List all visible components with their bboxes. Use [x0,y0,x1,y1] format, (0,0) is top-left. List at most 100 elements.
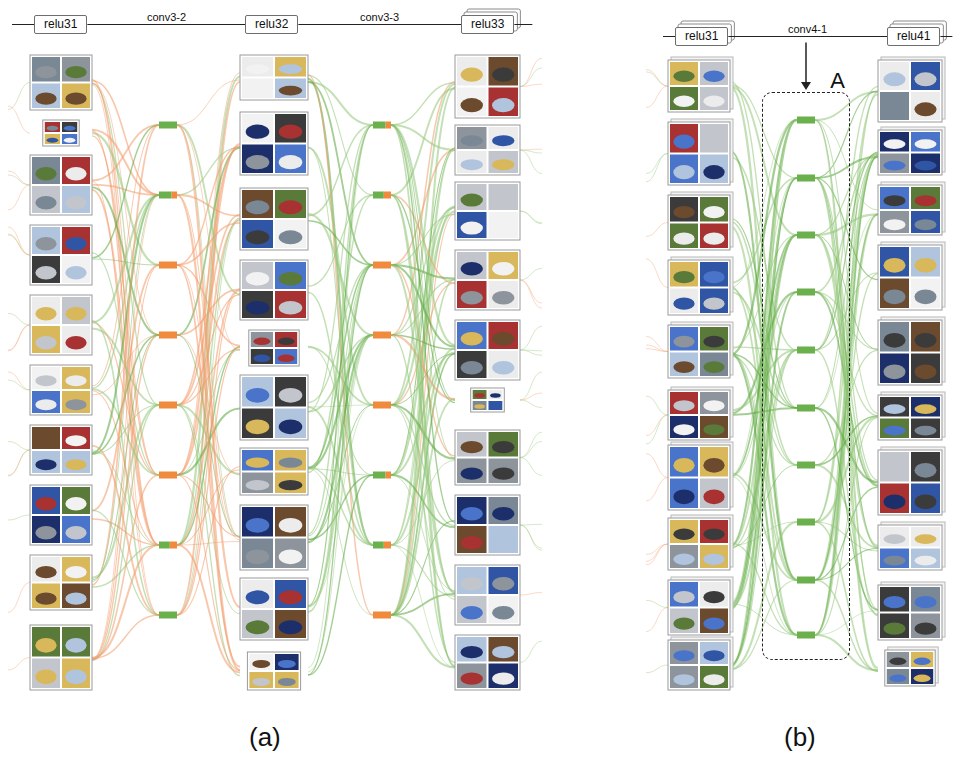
image-object [673,336,694,348]
cluster-frame [455,182,520,240]
flow-curve [391,125,455,345]
image-object [65,526,86,540]
image-thumb [242,291,273,318]
cluster-stack [888,647,938,683]
image-thumb [275,610,306,638]
flow-curve [308,82,373,265]
cluster-frame [668,122,730,185]
flow-curve [520,280,542,308]
neuron-green [373,542,384,549]
image-thumb [700,224,728,249]
image-thumb [242,580,273,608]
image-thumb [700,447,728,477]
image-thumb [911,154,940,174]
flow-curve [646,454,668,478]
flow-curve [391,88,455,615]
layer-name: relu31 [44,17,77,31]
neuron-green [797,117,815,124]
image-thumb [457,212,487,238]
neuron-green [797,577,815,584]
image-thumb [242,57,273,77]
flow-curve [520,372,542,400]
image-object [246,480,270,490]
image-thumb [275,332,297,347]
cluster-frame [240,55,308,100]
image-object [461,646,483,658]
image-thumb [62,367,90,389]
flow-curve [520,458,542,476]
image-object [461,194,483,207]
image-object [461,159,483,170]
image-thumb [887,669,909,684]
image-object [673,71,694,83]
flow-curve [92,80,159,545]
image-object [246,272,270,286]
image-object [35,336,56,350]
cluster-frame [455,250,520,310]
image-object [461,262,483,276]
image-thumb [32,227,60,254]
pointer-head [801,82,811,90]
flow-curve [308,335,373,672]
image-object [65,566,86,578]
flow-curve [646,600,668,607]
image-object [35,237,56,251]
image-object [703,233,724,245]
image-object [246,301,270,315]
image-object [492,577,514,591]
image-thumb [275,79,306,99]
image-clusters [30,55,92,690]
image-thumb [242,610,273,638]
flow-curve [520,525,542,550]
layer-name: relu33 [471,17,504,31]
image-object [703,206,724,218]
image-object [35,497,56,511]
flow-curve [8,450,30,476]
image-thumb [700,416,728,438]
image-object [35,669,56,684]
image-thumb [489,322,519,349]
flow-curve [92,125,159,258]
cluster-frame [249,330,299,366]
image-thumb [489,390,503,399]
flow-curve [815,611,878,635]
flow-curve [391,125,455,667]
image-thumb [32,367,60,389]
cluster-frame [878,320,942,385]
image-thumb [62,84,90,109]
neuron-orange [172,192,177,199]
image-object [64,138,76,143]
image-thumb [473,401,487,410]
image-object [246,125,270,139]
cluster-frame [878,245,942,310]
image-thumb [887,652,909,667]
flow-curve [8,313,30,325]
image-thumb [880,614,909,639]
flow-curve [391,545,455,596]
image-thumb [489,637,519,662]
neuron-orange [159,472,177,479]
image-thumb [911,549,940,569]
image-object [461,68,483,82]
flow-curve [815,408,878,610]
image-thumb [911,419,940,439]
image-thumb [700,666,728,688]
axis-line [663,36,675,37]
image-object [914,333,936,348]
image-thumb [45,134,60,144]
neuron-orange [373,262,391,269]
flow-curve [520,211,542,224]
image-thumb [670,224,698,249]
cluster-frame [455,635,520,690]
flow-curve [8,175,30,185]
flow-curve [730,120,797,288]
flow-curve [308,75,373,615]
flow-curve [8,658,30,671]
image-object [65,307,86,321]
flow-curve [646,223,668,237]
image-thumb [62,391,90,413]
image-object [673,361,694,373]
flow-curve [520,641,542,662]
image-object [65,593,86,605]
image-object [883,623,905,635]
